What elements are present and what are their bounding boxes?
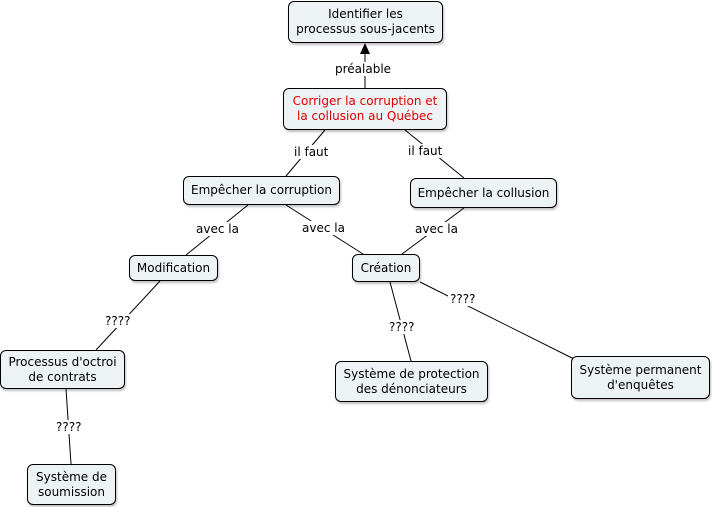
link-label-il-faut-2: il faut	[406, 144, 445, 158]
arrowhead-up	[360, 43, 370, 54]
link-label-avec-la-2: avec la	[300, 221, 347, 235]
node-identifier-processus[interactable]: Identifier les processus sous-jacents	[288, 1, 443, 43]
node-empecher-collusion[interactable]: Empêcher la collusion	[410, 178, 557, 208]
link-label-q1: ????	[103, 314, 133, 328]
link-label-avec-la-3: avec la	[413, 222, 460, 236]
link-label-q2: ????	[54, 420, 84, 434]
node-creation[interactable]: Création	[352, 254, 420, 282]
link-label-avec-la-1: avec la	[194, 222, 241, 236]
node-systeme-protection[interactable]: Système de protection des dénonciateurs	[335, 361, 488, 402]
connector-q4	[419, 281, 575, 360]
node-systeme-enquetes[interactable]: Système permanent d'enquêtes	[571, 356, 710, 399]
node-corriger-corruption[interactable]: Corriger la corruption et la collusion a…	[283, 88, 447, 130]
link-label-q4: ????	[448, 292, 478, 306]
node-modification[interactable]: Modification	[129, 255, 218, 281]
node-systeme-soumission[interactable]: Système de soumission	[27, 464, 116, 505]
link-label-prealable: préalable	[333, 62, 394, 76]
node-empecher-corruption[interactable]: Empêcher la corruption	[183, 176, 340, 205]
node-processus-octroi[interactable]: Processus d'octroi de contrats	[0, 350, 125, 389]
link-label-q3: ????	[387, 320, 417, 334]
link-label-il-faut-1: il faut	[292, 145, 331, 159]
